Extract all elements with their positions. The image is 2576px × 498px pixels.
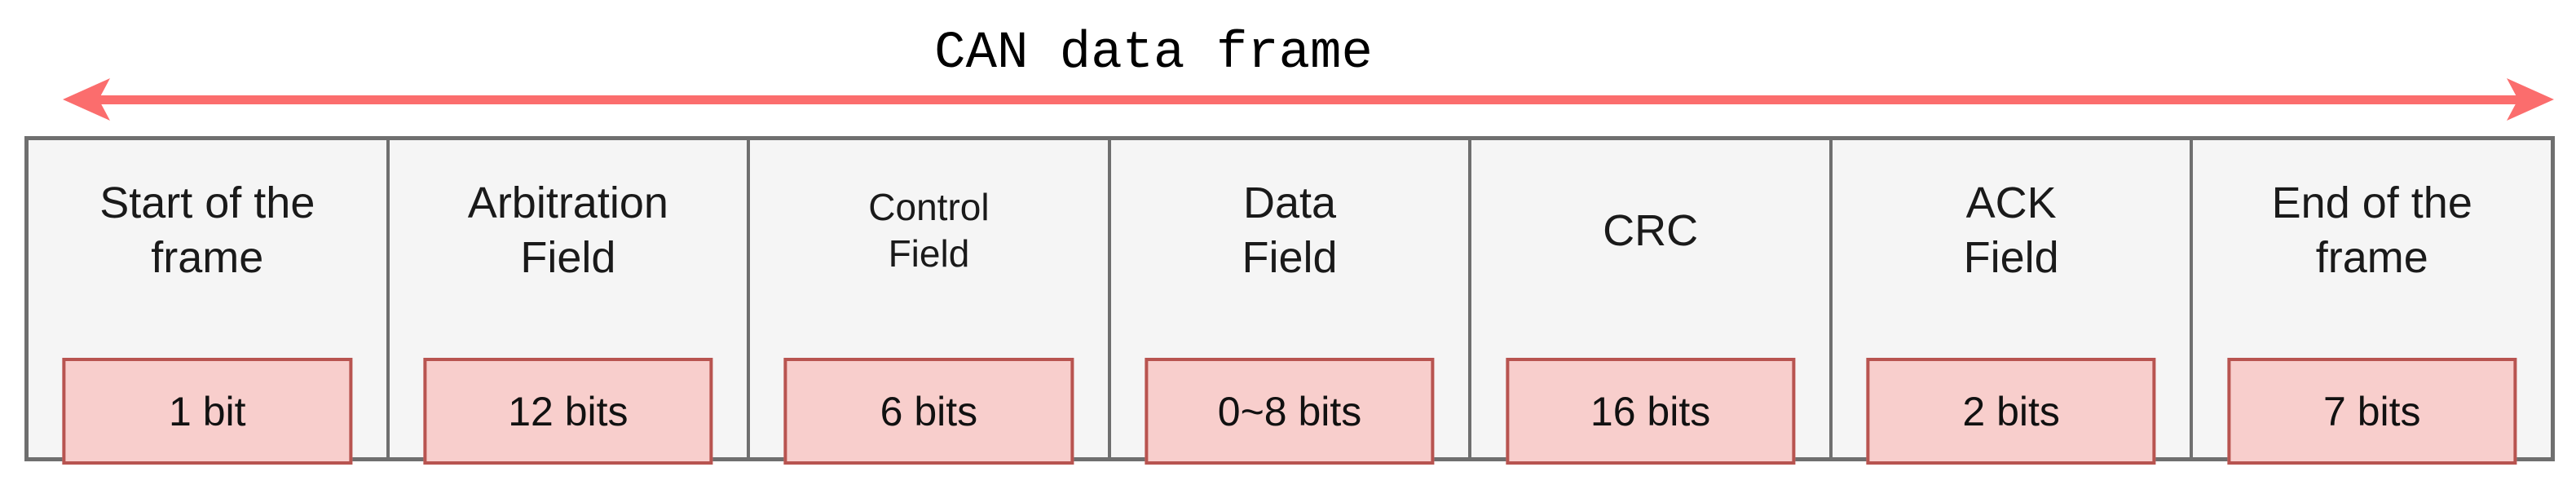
- field-bits-badge: 6 bits: [783, 358, 1074, 465]
- field-label-line: Arbitration: [467, 178, 668, 228]
- field-label-line: Control: [868, 185, 990, 228]
- field-label: Start of the frame: [29, 140, 386, 321]
- field-label-line: Field: [1963, 233, 2059, 282]
- field-label-line: Start of the: [99, 178, 315, 228]
- page-title: CAN data frame: [934, 24, 1373, 83]
- frame-field-cell: End of the frame 7 bits: [2190, 140, 2551, 465]
- field-label-line: Field: [520, 233, 616, 282]
- field-label: ACK Field: [1833, 140, 2190, 321]
- field-label-line: End of the: [2271, 178, 2472, 228]
- field-bits-badge: 16 bits: [1505, 358, 1796, 465]
- field-label-line: Field: [1242, 233, 1338, 282]
- field-bits-badge: 0~8 bits: [1145, 358, 1435, 465]
- frame-field-cell: CRC 16 bits: [1468, 140, 1829, 465]
- field-bits-badge: 7 bits: [2227, 358, 2517, 465]
- field-label: End of the frame: [2193, 140, 2551, 321]
- field-bits-badge: 1 bit: [62, 358, 352, 465]
- frame-span-arrow: [63, 78, 2554, 121]
- arrow-line: [99, 95, 2518, 104]
- frame-field-cell: Start of the frame 1 bit: [29, 140, 386, 465]
- field-label-line: Field: [888, 232, 970, 275]
- field-label-line: Data: [1242, 178, 1337, 228]
- field-bits-badge: 12 bits: [423, 358, 713, 465]
- field-label-line: frame: [151, 233, 264, 282]
- field-bits-badge: 2 bits: [1866, 358, 2156, 465]
- field-label-line: frame: [2315, 233, 2428, 282]
- frame-field-cell: ACK Field 2 bits: [1828, 140, 2190, 465]
- field-label: CRC: [1471, 140, 1829, 321]
- field-label-line: CRC: [1603, 205, 1699, 255]
- field-label-line: ACK: [1965, 178, 2057, 228]
